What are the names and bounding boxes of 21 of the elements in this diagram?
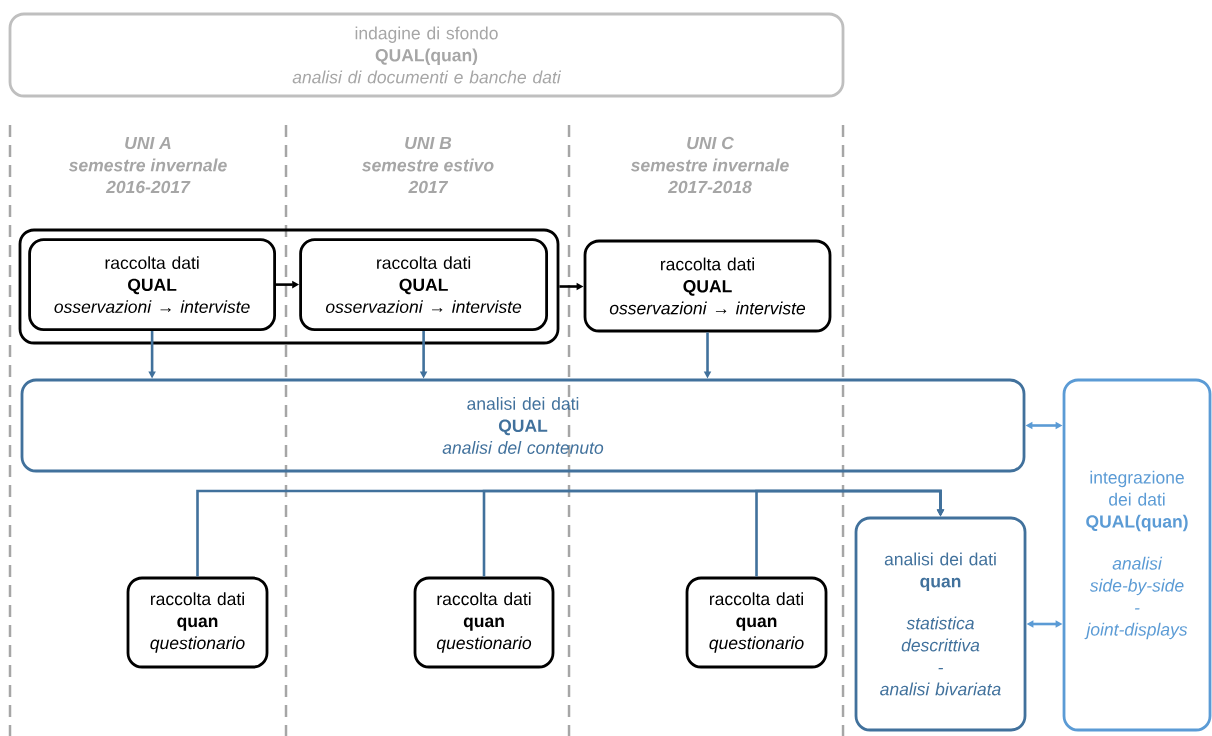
process-box: integrazione dei dati QUAL(quan) analisi side-by-side - joint-displays — [1062, 378, 1212, 732]
arrow — [755, 489, 945, 577]
group-box — [18, 228, 560, 345]
process-box: raccolta dati quan questionario — [685, 576, 828, 669]
column-heading: UNI C — [687, 136, 734, 150]
process-box: raccolta dati quan questionario — [413, 576, 555, 669]
process-box: raccolta dati QUAL osservazioni → interviste — [583, 239, 832, 333]
column-heading: UNI B — [405, 136, 452, 150]
column-heading: 2017-2018 — [667, 180, 752, 194]
background-box: indagine di sfondo QUAL(quan) analisi di documenti e banche dati — [8, 12, 845, 98]
column-heading: UNI A — [125, 136, 171, 150]
column-heading: semestre invernale — [630, 158, 789, 172]
column-heading: semestre estivo — [362, 158, 494, 172]
process-box: raccolta dati QUAL osservazioni → interviste — [28, 238, 276, 331]
process-box: analisi dei dati QUAL analisi del contenuto — [20, 378, 1026, 473]
column-heading: semestre invernale — [68, 158, 227, 172]
column-heading: 2017 — [408, 180, 449, 194]
process-box: raccolta dati quan questionario — [126, 576, 269, 669]
process-box: raccolta dati QUAL osservazioni → interviste — [299, 238, 548, 331]
process-box: analisi dei dati quan statistica descrittiva - analisi bivariata — [854, 516, 1027, 732]
column-heading: 2016-2017 — [105, 180, 191, 194]
